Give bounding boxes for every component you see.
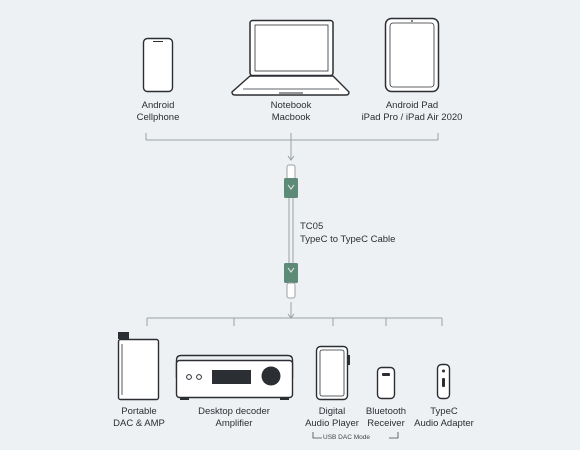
dest-label-bluetooth-receiver: Bluetooth Receiver (356, 406, 416, 429)
usb-dac-mode-bracket (312, 432, 399, 439)
desktop-amplifier-icon (175, 354, 294, 400)
source-label-line2: Cellphone (136, 111, 180, 123)
source-label-android-cellphone: Android Cellphone (108, 100, 208, 123)
laptop-icon (231, 19, 350, 96)
tablet-icon (384, 17, 440, 93)
source-label-notebook: Notebook Macbook (241, 100, 341, 123)
cable-label: TC05 TypeC to TypeC Cable (300, 220, 395, 246)
dest-label-audio-player: Digital Audio Player (297, 406, 367, 429)
dest-label-line2: Amplifier (215, 417, 253, 429)
dest-label-desktop-amplifier: Desktop decoder Amplifier (184, 406, 284, 429)
usb-dac-mode-note: USB DAC Mode (323, 434, 370, 441)
source-label-line2: Macbook (271, 111, 311, 123)
audio-player-icon (315, 345, 350, 401)
source-label-line1: Notebook (270, 100, 312, 111)
dest-label-line2: Audio Player (305, 417, 359, 429)
source-label-line1: Android Pad (385, 100, 439, 111)
bluetooth-receiver-icon (376, 366, 396, 400)
source-label-line1: Android (141, 100, 175, 111)
typec-cable-icon (284, 164, 298, 299)
destination-bracket (146, 302, 443, 326)
dest-label-line2: DAC & AMP (113, 417, 165, 429)
portable-dac-icon (117, 332, 160, 401)
dest-label-line1: Desktop decoder (198, 406, 270, 417)
dest-label-line2: Receiver (367, 417, 405, 429)
dest-label-line2: Audio Adapter (414, 417, 474, 429)
smartphone-icon (142, 37, 174, 93)
source-label-line2: iPad Pro / iPad Air 2020 (361, 111, 463, 123)
cable-model: TC05 (300, 221, 324, 232)
dest-label-line1: Bluetooth (365, 406, 407, 417)
source-bracket (145, 133, 439, 161)
cable-name: TypeC to TypeC Cable (300, 234, 396, 245)
dest-label-portable-dac: Portable DAC & AMP (99, 406, 179, 429)
typec-adapter-icon (436, 363, 451, 400)
dest-label-typec-adapter: TypeC Audio Adapter (408, 406, 480, 429)
dest-label-line1: Portable (121, 406, 157, 417)
dest-label-line1: Digital (318, 406, 346, 417)
dest-label-line1: TypeC (430, 406, 458, 417)
source-label-android-pad: Android Pad iPad Pro / iPad Air 2020 (352, 100, 472, 123)
